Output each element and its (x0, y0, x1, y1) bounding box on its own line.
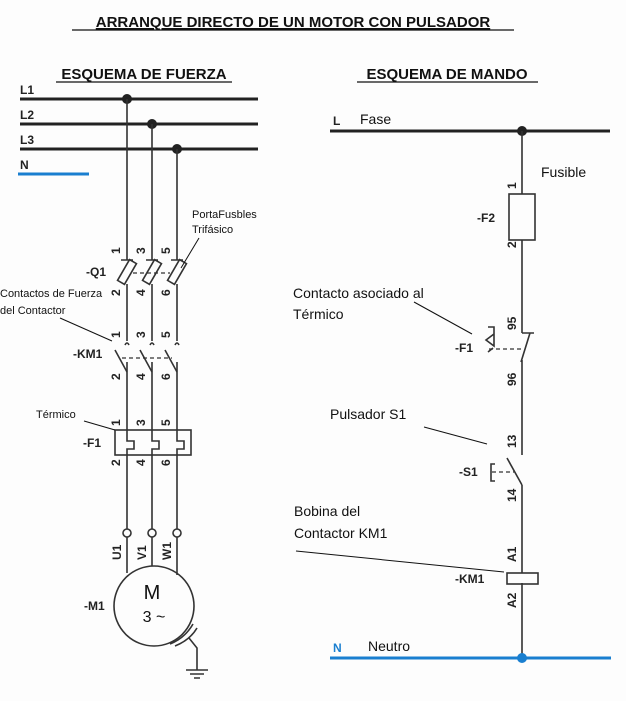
q1-ref: -Q1 (86, 265, 106, 279)
km1-coil-ref: -KM1 (455, 572, 485, 586)
fuse-f2 (508, 193, 536, 241)
contactor-km1-power: -KM1 1 3 5 2 4 6 Contactos de Fuerza del… (0, 288, 180, 380)
thermal-trip-icon (484, 326, 495, 353)
km1-note-2: Contactor KM1 (294, 525, 388, 541)
coil-km1 (506, 572, 539, 585)
terminal-label: 14 (505, 488, 519, 502)
motor-terminal-label: U1 (110, 544, 124, 560)
phase-wires (121, 99, 183, 575)
f1-note-1: Contacto asociado al (293, 285, 424, 301)
km1-note-2: del Contactor (0, 305, 66, 317)
terminal-label: 3 (134, 247, 148, 254)
terminal-label: 4 (134, 373, 148, 380)
terminal-label: 3 (134, 419, 148, 426)
motor-ref: -M1 (84, 599, 105, 613)
terminal-label: 1 (505, 182, 519, 189)
supply-lines: L1 L2 L3 N (18, 83, 258, 176)
power-heading: ESQUEMA DE FUERZA (61, 66, 226, 83)
motor-phase: 3 ~ (143, 609, 166, 626)
f2-ref: -F2 (477, 211, 495, 225)
terminal-label: 2 (109, 373, 123, 380)
thermal-f1: -F1 1 3 5 2 4 6 Térmico (36, 409, 192, 466)
n-label: N (20, 158, 29, 172)
terminal-label: A1 (505, 546, 519, 562)
control-circuit: L Fase Fusible -F2 1 2 -F1 95 96 Contact… (293, 111, 611, 663)
terminal-label: 6 (159, 459, 173, 466)
fuse-q1: -Q1 1 3 5 2 4 6 PortaFusbles Trifásico (86, 209, 257, 296)
terminal-label: 13 (505, 434, 519, 448)
f1-note: Térmico (36, 409, 76, 421)
terminal-label: 96 (505, 372, 519, 386)
neutral-name: Neutro (368, 638, 410, 654)
f1-nc-contact (520, 332, 534, 363)
f1-note-2: Térmico (293, 306, 344, 322)
motor-terminal-label: W1 (160, 542, 174, 560)
q1-note-2: Trifásico (192, 224, 233, 236)
q1-note-1: PortaFusbles (192, 209, 257, 221)
terminal-label: 6 (159, 289, 173, 296)
km1-power-ref: -KM1 (73, 347, 103, 361)
terminal-label: 1 (109, 331, 123, 338)
motor-symbol: M (144, 582, 161, 604)
s1-no-contact (506, 457, 523, 486)
phase-name: Fase (360, 111, 391, 127)
terminal-label: 5 (159, 247, 173, 254)
f1-control-ref: -F1 (455, 341, 473, 355)
control-heading: ESQUEMA DE MANDO (366, 66, 527, 83)
s1-note: Pulsador S1 (330, 406, 406, 422)
ground-icon (186, 637, 208, 679)
l2-label: L2 (20, 108, 34, 122)
km1-note-1: Contactos de Fuerza (0, 288, 103, 300)
f2-note: Fusible (541, 164, 586, 180)
terminal-label: 1 (109, 247, 123, 254)
terminal-label: 1 (109, 419, 123, 426)
motor-m1: U1 V1 W1 M 3 ~ -M1 (84, 528, 208, 679)
f1-power-ref: -F1 (83, 436, 101, 450)
terminal-label: 4 (134, 459, 148, 466)
l1-label: L1 (20, 83, 34, 97)
terminal-label: 2 (109, 459, 123, 466)
terminal-label: 5 (159, 419, 173, 426)
terminal-label: A2 (505, 592, 519, 608)
terminal-label: 3 (134, 331, 148, 338)
km1-note-1: Bobina del (294, 503, 360, 519)
phase-label: L (333, 114, 340, 128)
diagram-title: ARRANQUE DIRECTO DE UN MOTOR CON PULSADO… (96, 14, 491, 31)
l3-label: L3 (20, 133, 34, 147)
s1-ref: -S1 (459, 465, 478, 479)
terminal-label: 95 (505, 316, 519, 330)
terminal-label: 5 (159, 331, 173, 338)
terminal-label: 2 (109, 289, 123, 296)
terminal-label: 4 (134, 289, 148, 296)
terminal-label: 6 (159, 373, 173, 380)
motor-terminal-label: V1 (135, 545, 149, 560)
terminal-label: 2 (505, 241, 519, 248)
pushbutton-icon (490, 463, 495, 482)
neutral-label: N (333, 641, 342, 655)
